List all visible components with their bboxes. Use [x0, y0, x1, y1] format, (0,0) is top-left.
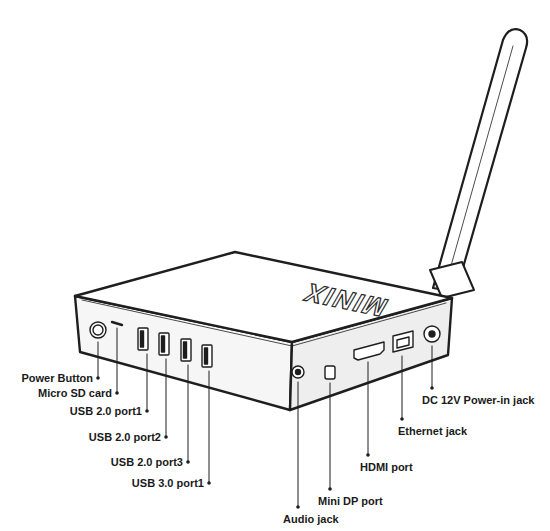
leader-line [147, 354, 148, 411]
mini-dp-port [325, 366, 335, 379]
audio-jack [292, 366, 304, 378]
leader-dot [366, 453, 370, 457]
part-label: USB 2.0 port1 [70, 404, 142, 418]
micro-sd-slot [112, 322, 122, 325]
leader-dot [207, 481, 211, 485]
part-label: DC 12V Power-in jack [422, 393, 535, 407]
usb-port [202, 345, 212, 367]
leader-line [98, 342, 99, 378]
dc-jack [424, 326, 440, 342]
part-label: HDMI port [360, 460, 413, 474]
leader-dot [186, 460, 190, 464]
right-ports [292, 326, 440, 379]
antenna [430, 29, 527, 298]
part-label: Ethernet jack [398, 424, 467, 438]
leader-line [330, 383, 331, 489]
leader-dot [164, 435, 168, 439]
leader-line [188, 365, 189, 462]
left-ports [90, 322, 212, 367]
leader-dot [430, 386, 434, 390]
leader-lines [98, 328, 432, 507]
top-face [75, 252, 452, 342]
part-label: USB 2.0 port3 [111, 455, 183, 469]
power-button-ring [93, 325, 103, 335]
usb-port [159, 333, 169, 355]
antenna-hinge [430, 262, 474, 298]
part-label: USB 2.0 port2 [89, 430, 161, 444]
part-label: Mini DP port [318, 494, 383, 508]
audio-jack-hole [296, 370, 301, 375]
leader-line [117, 328, 118, 393]
ethernet-socket [397, 337, 409, 348]
part-label: Power Button [22, 371, 94, 385]
dc-jack-pin [429, 331, 435, 337]
part-label: Audio jack [283, 512, 339, 526]
usb-tongue [162, 336, 165, 352]
usb-port [181, 339, 191, 361]
usb-tongue [184, 342, 187, 358]
leader-line [432, 346, 433, 388]
part-label: USB 3.0 port1 [132, 476, 204, 490]
usb-port [138, 328, 148, 350]
hdmi-port [354, 342, 384, 360]
leader-dot [400, 417, 404, 421]
leader-dot [145, 409, 149, 413]
leader-dot [96, 376, 100, 380]
leader-dot [296, 505, 300, 509]
device-body [75, 252, 452, 410]
usb-tongue [205, 348, 208, 364]
usb-tongue [141, 331, 144, 347]
part-label: Micro SD card [38, 386, 112, 400]
power-button [90, 322, 106, 338]
leader-line [209, 371, 210, 483]
leader-line [368, 362, 369, 455]
ethernet-jack [393, 331, 413, 352]
leader-dot [328, 487, 332, 491]
antenna-ridge [447, 46, 513, 280]
leader-line [166, 359, 167, 437]
leader-line [298, 382, 299, 507]
antenna-blade [433, 29, 527, 292]
leader-dot [115, 391, 119, 395]
leader-line [402, 356, 403, 419]
top-rim [82, 300, 446, 346]
